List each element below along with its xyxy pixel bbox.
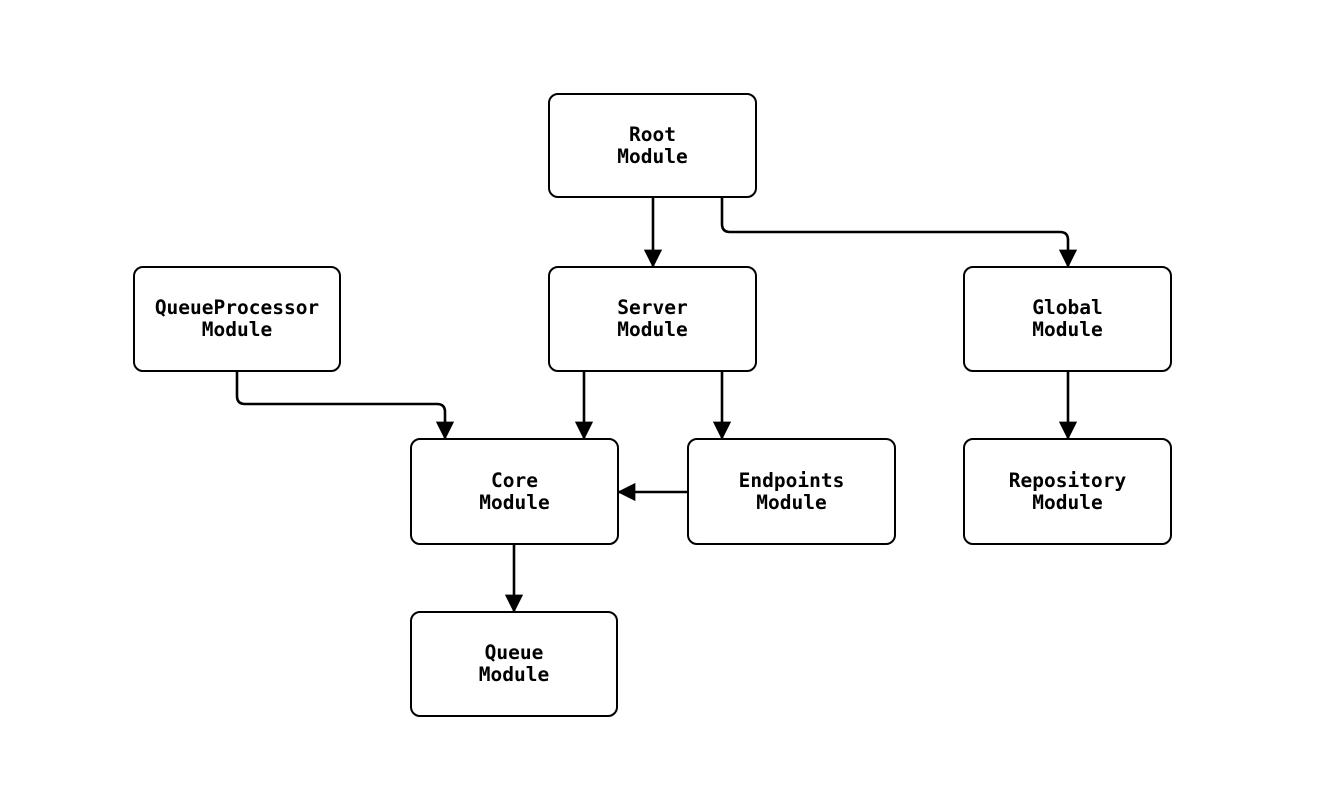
node-label-line2: Module [756,490,827,514]
node-label-line1: Root [629,122,676,146]
edge-queueprocessor-to-core [235,372,455,440]
edges-group [235,198,1078,613]
node-label-line2: Module [479,490,550,514]
node-label-line1: Core [491,468,538,492]
node-label-line1: Queue [484,641,544,664]
node-label-line2: Module [617,144,688,168]
node-label-line2: Module [1032,490,1103,514]
node-label-line2: Module [478,663,550,686]
node-label-line1: QueueProcessor [154,296,320,319]
edge-root-to-global [720,198,1078,268]
node-label-line1: Repository [1008,468,1127,492]
node-label-line1: Endpoints [738,468,845,492]
node-label-line2: Module [1032,318,1103,341]
node-label-line1: Global [1032,296,1103,319]
node-label-line2: Module [617,318,688,341]
node-label-line2: Module [201,318,273,341]
node-label-line1: Server [617,296,688,319]
